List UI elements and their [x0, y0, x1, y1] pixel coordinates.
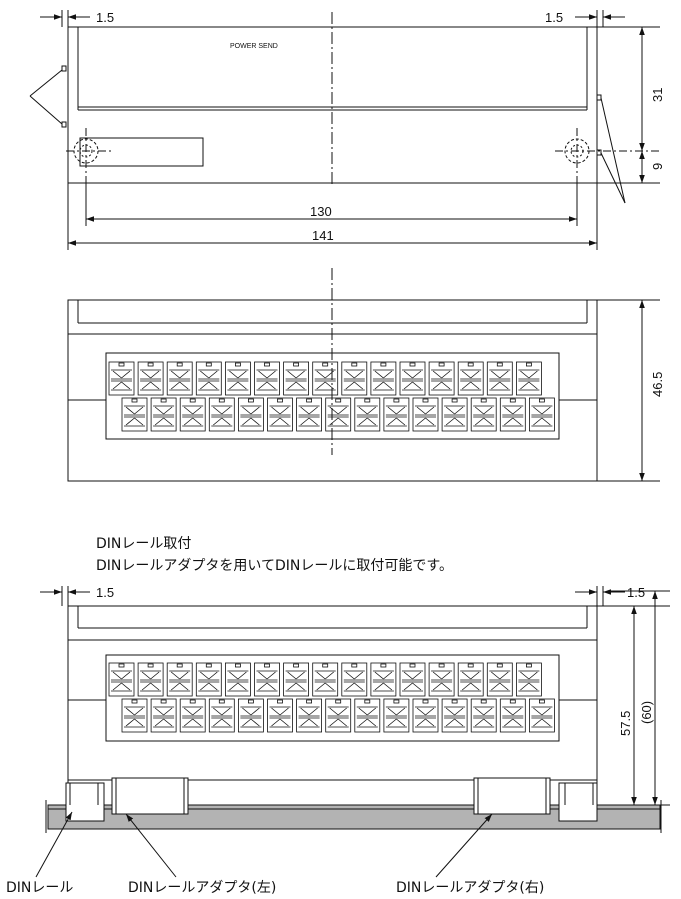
terminal-screw [121, 698, 148, 733]
terminal-screw [137, 662, 164, 697]
din-rail-view [35, 586, 670, 878]
terminal-screw [441, 397, 468, 432]
terminal-screw [428, 361, 455, 396]
terminal-screw [121, 397, 148, 432]
dim-width: 141 [312, 228, 334, 243]
terminal-screw [529, 397, 555, 432]
dim-top-right-margin: 1.5 [545, 10, 563, 25]
terminal-screw [224, 662, 251, 697]
front-view [67, 268, 660, 482]
terminal-screw [267, 698, 293, 733]
terminal-screw [283, 361, 310, 396]
terminal-screw [383, 397, 410, 432]
terminal-block-din [108, 662, 555, 733]
terminal-screw [399, 361, 426, 396]
dim-din-left-margin: 1.5 [96, 585, 114, 600]
terminal-screw [354, 397, 381, 432]
terminal-screw [370, 662, 397, 697]
terminal-screw [254, 662, 280, 697]
terminal-screw [137, 361, 164, 396]
terminal-screw [516, 662, 542, 697]
terminal-screw [208, 397, 235, 432]
din-note-title: DINレール取付 [96, 536, 191, 552]
terminal-screw [195, 662, 222, 697]
terminal-screw [399, 662, 426, 697]
din-adapter-right [473, 777, 551, 815]
terminal-screw [428, 662, 455, 697]
terminal-screw [354, 698, 381, 733]
terminal-screw [150, 397, 177, 432]
terminal-screw [195, 361, 222, 396]
dim-din-height: 57.5 [618, 711, 633, 736]
terminal-screw [412, 698, 439, 733]
terminal-screw [254, 361, 280, 396]
terminal-screw [370, 361, 397, 396]
terminal-screw [470, 698, 497, 733]
terminal-screw [516, 361, 542, 396]
terminal-screw [237, 698, 264, 733]
terminal-screw [441, 698, 468, 733]
din-adapter-left [111, 777, 189, 815]
terminal-screw [412, 397, 439, 432]
terminal-screw [470, 397, 497, 432]
terminal-block-front [108, 361, 555, 432]
terminal-screw [283, 662, 310, 697]
terminal-screw [166, 361, 193, 396]
terminal-screw [208, 698, 235, 733]
terminal-screw [341, 361, 368, 396]
terminal-screw [237, 397, 264, 432]
callout-leader-adapter-left [125, 813, 177, 878]
terminal-screw [108, 662, 135, 697]
dim-top-left-margin: 1.5 [96, 10, 114, 25]
din-note-description: DINレールアダプタを用いてDINレールに取付可能です。 [96, 558, 453, 574]
terminal-screw [179, 698, 206, 733]
terminal-screw [312, 361, 339, 396]
terminal-screw [224, 361, 251, 396]
dim-din-height-total: (60) [639, 701, 654, 724]
indicator-label: POWER SEND [230, 43, 278, 50]
terminal-screw [499, 698, 526, 733]
terminal-screw [296, 698, 323, 733]
terminal-screw [267, 397, 293, 432]
callout-leader-rail [35, 811, 73, 878]
callout-din-adapter-left: DINレールアダプタ(左) [128, 880, 276, 896]
dim-height-lower: 9 [650, 163, 665, 170]
dim-din-right-margin: 1.5 [627, 585, 645, 600]
terminal-screw [383, 698, 410, 733]
callout-din-rail: DINレール [6, 880, 73, 896]
terminal-screw [325, 698, 352, 733]
terminal-screw [457, 361, 484, 396]
dim-height-upper: 31 [650, 88, 665, 102]
terminal-screw [486, 361, 513, 396]
terminal-screw [296, 397, 323, 432]
terminal-screw [150, 698, 177, 733]
terminal-screw [499, 397, 526, 432]
dim-front-height: 46.5 [650, 372, 665, 397]
terminal-screw [312, 662, 339, 697]
terminal-screw [108, 361, 135, 396]
dim-hole-pitch: 130 [310, 204, 332, 219]
terminal-screw [179, 397, 206, 432]
terminal-screw [529, 698, 555, 733]
terminal-screw [325, 397, 352, 432]
terminal-screw [341, 662, 368, 697]
callout-din-adapter-right: DINレールアダプタ(右) [396, 880, 544, 896]
terminal-screw [457, 662, 484, 697]
callout-leader-adapter-right [435, 813, 493, 878]
terminal-screw [166, 662, 193, 697]
top-view [29, 10, 662, 250]
terminal-screw [486, 662, 513, 697]
